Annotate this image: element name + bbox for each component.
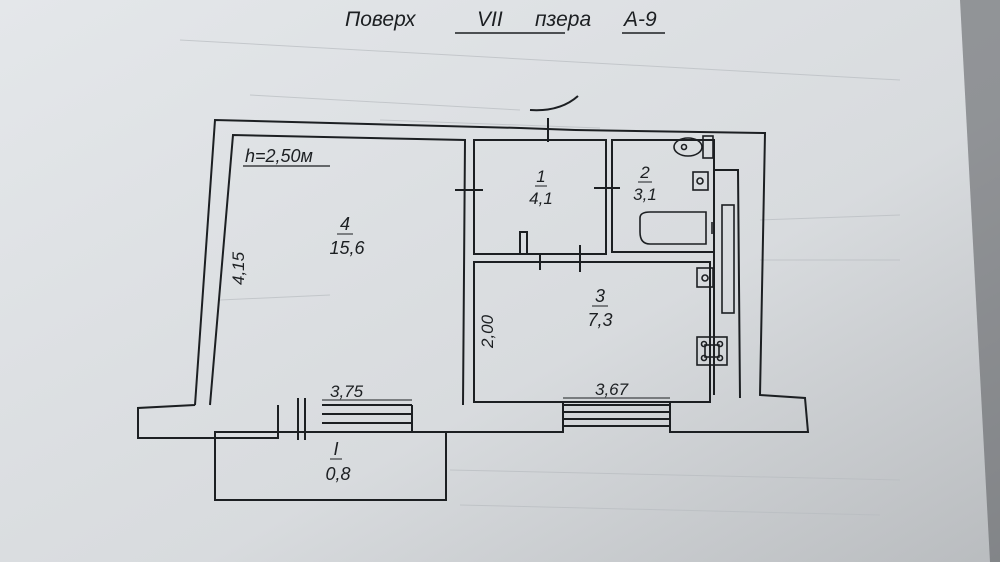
window-left [322, 404, 412, 433]
room-1-area: 4,1 [529, 189, 553, 208]
room-3-area: 7,3 [587, 310, 612, 330]
balcony-door [297, 398, 306, 440]
walls [137, 95, 810, 501]
kitchen-sink-icon [696, 267, 714, 288]
dim-room4-width: 3,75 [330, 382, 364, 401]
room-labels: h=2,50м 4 15,6 1 4,1 2 3,1 3 7,3 I 0,8 [243, 146, 657, 484]
room-3-number: 3 [595, 286, 605, 306]
vent-shaft [721, 204, 735, 314]
room-4-number: 4 [340, 214, 350, 234]
dim-room4-height: 4,15 [229, 251, 248, 285]
bathtub-icon [639, 211, 713, 245]
bathroom-fixtures [639, 135, 735, 366]
floor-value: VII [477, 8, 503, 31]
room-1-outline [473, 139, 607, 255]
balcony-number: I [333, 439, 338, 459]
dim-room3-height: 2,00 [478, 314, 497, 349]
unit-label: пзера [535, 8, 591, 31]
bleed-through-marks [179, 39, 901, 516]
header: Поверх VII пзера А-9 [345, 8, 665, 34]
floor-label: Поверх [345, 8, 417, 31]
window-right [563, 404, 670, 427]
room-2-number: 2 [639, 163, 650, 182]
dim-room3-width: 3,67 [595, 380, 629, 399]
toilet-icon [673, 135, 714, 159]
dimension-labels: 4,15 3,75 2,00 3,67 [229, 251, 629, 401]
unit-value: А-9 [622, 8, 657, 31]
room-1-number: 1 [536, 167, 545, 186]
door-marks [455, 187, 620, 272]
room-3-outline [473, 261, 711, 403]
balcony-area: 0,8 [325, 464, 350, 484]
inner-wall-left [209, 133, 467, 406]
entry-door [519, 95, 579, 142]
room-2-area: 3,1 [633, 185, 657, 204]
washbasin-icon [692, 171, 709, 191]
room-4-area: 15,6 [329, 238, 365, 258]
stove-icon [696, 336, 728, 366]
ceiling-height: h=2,50м [245, 146, 313, 166]
outer-wall-outline [137, 118, 810, 439]
paper-shadow-edge [960, 0, 1000, 562]
